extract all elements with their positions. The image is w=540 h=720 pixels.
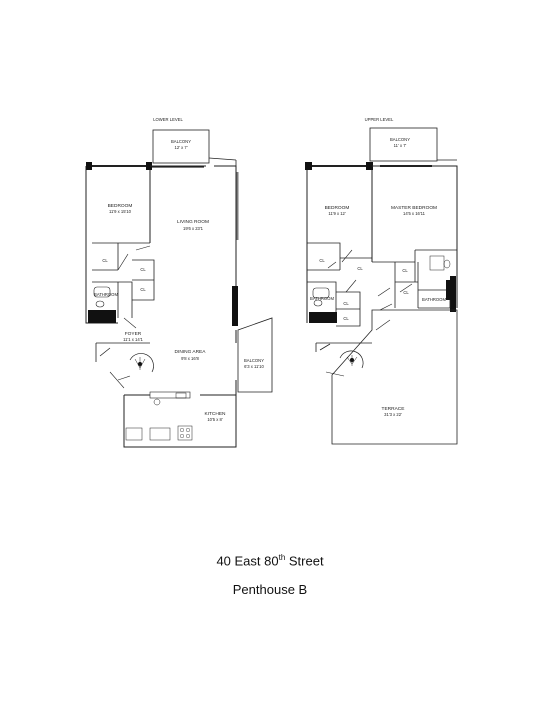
upper-master-dims: 14'5 x 16'11 — [403, 211, 426, 216]
lower-cl-3: CL — [140, 287, 146, 292]
upper-bathroom-1: BATHROOM — [310, 296, 334, 301]
upper-cl-5: CL — [343, 301, 349, 306]
lower-kitchen — [123, 380, 237, 448]
address-suffix: Street — [285, 553, 324, 569]
upper-cl-2: CL — [357, 266, 363, 271]
lower-bedroom-name: BEDROOM — [108, 203, 133, 209]
lower-level-labels: BALCONY 12' x 7' BEDROOM 11'9 x 15'10 LI… — [94, 139, 264, 422]
upper-level-header: UPPER LEVEL — [365, 117, 394, 122]
upper-terrace-dims: 31'3 x 22' — [384, 412, 402, 417]
lower-dining-name: DINING AREA — [175, 349, 207, 355]
upper-cl-3: CL — [402, 268, 408, 273]
upper-balcony-top — [369, 127, 438, 162]
lower-bathroom: BATHROOM — [94, 292, 118, 297]
lower-balcony-top-dims: 12' x 7' — [174, 145, 187, 150]
upper-cl-6: CL — [343, 316, 349, 321]
upper-cl-4: CL — [403, 290, 409, 295]
upper-cl-1: CL — [319, 258, 325, 263]
lower-balcony-side-name: BALCONY — [244, 358, 264, 363]
lower-level-plan: LOWER LEVEL — [85, 117, 273, 448]
upper-master-name: MASTER BEDROOM — [391, 205, 437, 211]
upper-level-labels: BALCONY 11' x 7' BEDROOM 11'9 x 12' MAST… — [310, 137, 446, 417]
lower-bedroom-dims: 11'9 x 15'10 — [109, 209, 132, 214]
upper-level-plan: UPPER LEVEL — [305, 117, 458, 445]
lower-balcony-side — [237, 317, 273, 393]
lower-balcony-top — [152, 129, 210, 164]
lower-living-room-name: LIVING ROOM — [177, 219, 209, 225]
lower-cl-1: CL — [102, 258, 108, 263]
address-prefix: 40 East 80 — [216, 553, 279, 569]
upper-bedroom-dims: 11'9 x 12' — [328, 211, 346, 216]
lower-dining-dims: 9'8 x 16'8 — [181, 356, 199, 361]
upper-master-bedroom — [371, 165, 458, 308]
lower-balcony-side-dims: 6'3 x 11'10 — [244, 364, 264, 369]
upper-balcony-top-name: BALCONY — [390, 137, 410, 142]
lower-kitchen-dims: 10'5 x 8' — [207, 417, 223, 422]
upper-balcony-top-dims: 11' x 7' — [394, 143, 407, 148]
lower-kitchen-name: KITCHEN — [204, 411, 226, 417]
address-caption: 40 East 80th Street — [0, 553, 540, 568]
lower-living-room — [150, 165, 237, 343]
lower-level-header: LOWER LEVEL — [153, 117, 183, 122]
upper-terrace — [331, 309, 458, 445]
lower-foyer-name: FOYER — [125, 331, 142, 337]
lower-foyer-dims: 11'1 x 14'1 — [123, 337, 143, 342]
upper-bathroom-2: BATHROOM — [422, 297, 446, 302]
upper-terrace-name: TERRACE — [382, 406, 405, 412]
lower-living-room-dims: 19'6 x 23'1 — [183, 226, 204, 231]
lower-balcony-top-name: BALCONY — [171, 139, 191, 144]
lower-cl-2: CL — [140, 267, 146, 272]
address-ordinal: th — [278, 553, 286, 562]
unit-caption: Penthouse B — [232, 582, 308, 597]
upper-bedroom-name: BEDROOM — [325, 205, 350, 211]
